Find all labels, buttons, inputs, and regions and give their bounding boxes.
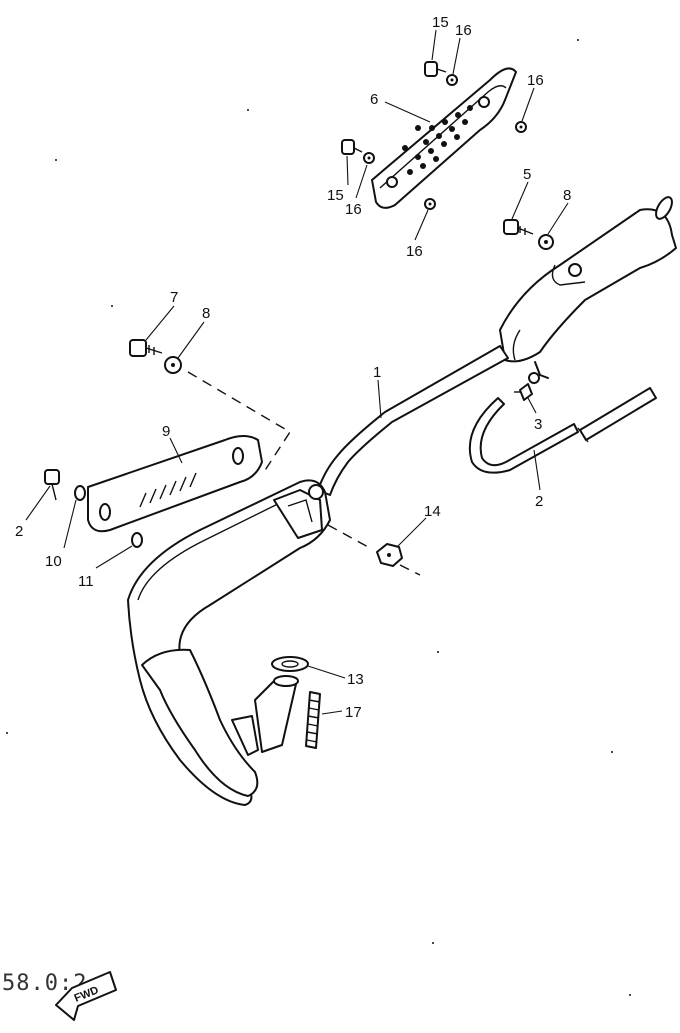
part-8-washer-left [164, 356, 182, 374]
inlet-sleeve [254, 675, 299, 753]
callout-11: 11 [78, 573, 94, 590]
callout-14: 14 [424, 503, 441, 520]
callout-17: 17 [345, 704, 362, 721]
callout-2-left: 2 [15, 523, 23, 540]
callout-16-right: 16 [527, 72, 544, 89]
part-16-washer-right [515, 121, 527, 133]
part-11-washer [131, 532, 143, 548]
callout-5: 5 [523, 166, 531, 183]
part-3-clip [514, 383, 533, 401]
scan-specks [6, 39, 631, 996]
callout-16-left: 16 [345, 201, 362, 218]
callout-7: 7 [170, 289, 178, 306]
callout-8-left: 8 [202, 305, 210, 322]
callout-10: 10 [45, 553, 62, 570]
part-14-nut [376, 543, 403, 567]
part-9-heat-protector [87, 435, 263, 533]
part-2-bolt-left [44, 469, 60, 501]
callout-15-top: 15 [432, 14, 449, 31]
callout-8-right: 8 [563, 187, 571, 204]
callout-1: 1 [373, 364, 381, 381]
callout-13: 13 [347, 671, 364, 688]
part-10-washer [74, 485, 86, 501]
part-8-washer-right [538, 234, 554, 250]
part-7-bolt [129, 339, 163, 357]
fwd-arrow-icon: FWD [55, 971, 117, 1021]
callout-16-bottom: 16 [406, 243, 423, 260]
callout-15-left: 15 [327, 187, 344, 204]
callout-9: 9 [162, 423, 170, 440]
part-13-gasket [271, 656, 309, 672]
part-6-guard-plate [371, 67, 517, 209]
callout-3: 3 [534, 416, 542, 433]
part-17-spring [305, 691, 321, 749]
part-16-washer-bottom [424, 198, 436, 210]
part-16-washer-top [446, 74, 458, 86]
expansion-chamber [127, 479, 331, 806]
footer: 58.0:2 FWD [2, 971, 117, 1021]
callout-6: 6 [370, 91, 378, 108]
part-15-screw-top [424, 61, 447, 77]
leader-lines [25, 29, 569, 715]
part-16-washer-left [363, 152, 375, 164]
part-5-bolt [503, 219, 534, 235]
callout-16-top: 16 [455, 22, 472, 39]
part-15-screw-left [341, 139, 363, 155]
part-1-exhaust-pipe [317, 345, 509, 496]
part-2-tube [468, 387, 657, 474]
callout-2-right: 2 [535, 493, 543, 510]
plate-holes [402, 105, 473, 175]
silencer [499, 196, 677, 384]
assembly-dash-lines [187, 371, 421, 576]
callout-labels: 15 16 16 6 15 16 16 5 8 7 8 1 3 9 2 2 10… [15, 14, 571, 721]
